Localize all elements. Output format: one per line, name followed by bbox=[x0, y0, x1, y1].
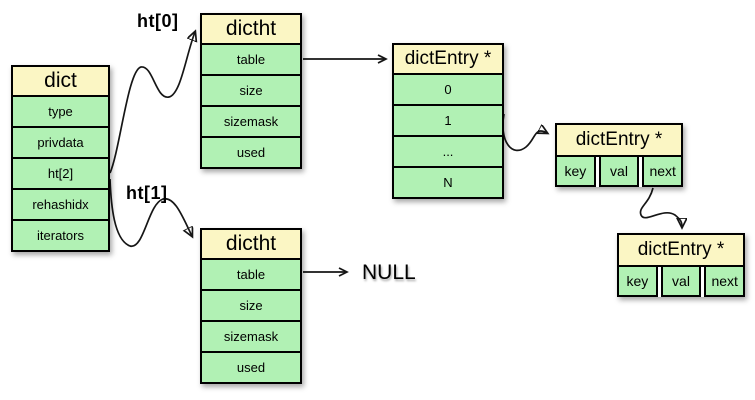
entry-second-cell-next: next bbox=[704, 265, 746, 297]
bucket-array: dictEntry * 0 1 ... N bbox=[392, 43, 504, 199]
dictht-bottom-title: dictht bbox=[202, 230, 300, 260]
entry-first-cell-key: key bbox=[555, 155, 596, 187]
entry-second-cell-key: key bbox=[617, 265, 658, 297]
bucket-row-1: 1 bbox=[394, 106, 502, 137]
dict-entry-second: dictEntry * key val next bbox=[617, 233, 746, 297]
bucket-row-n: N bbox=[394, 168, 502, 197]
dict-entry-second-title: dictEntry * bbox=[617, 233, 745, 267]
dictht-top-row-table: table bbox=[202, 45, 300, 76]
dict-row-type: type bbox=[13, 97, 108, 128]
dictht-top-row-sizemask: sizemask bbox=[202, 107, 300, 138]
dict-struct-title: dict bbox=[13, 67, 108, 97]
dict-entry-first: dictEntry * key val next bbox=[555, 123, 684, 187]
entry-second-cell-val: val bbox=[660, 265, 702, 297]
dict-row-iterators: iterators bbox=[13, 221, 108, 250]
dict-row-privdata: privdata bbox=[13, 128, 108, 159]
dictht-top-struct: dictht table size sizemask used bbox=[200, 13, 302, 169]
dict-entry-first-cells: key val next bbox=[555, 155, 684, 187]
arrow-next-to-entry bbox=[639, 187, 682, 227]
bucket-array-title: dictEntry * bbox=[394, 45, 502, 75]
dict-entry-second-cells: key val next bbox=[617, 265, 746, 297]
dictht-top-title: dictht bbox=[202, 15, 300, 45]
dict-row-rehashidx: rehashidx bbox=[13, 190, 108, 221]
dict-entry-first-title: dictEntry * bbox=[555, 123, 683, 157]
bucket-row-ellipsis: ... bbox=[394, 137, 502, 168]
dictht-top-row-size: size bbox=[202, 76, 300, 107]
dict-row-ht2: ht[2] bbox=[13, 159, 108, 190]
arrow-ht1 bbox=[109, 178, 192, 247]
arrow-ht0 bbox=[109, 32, 195, 174]
dict-struct: dict type privdata ht[2] rehashidx itera… bbox=[11, 65, 110, 252]
dictht-bottom-row-size: size bbox=[202, 291, 300, 322]
dictht-bottom-row-used: used bbox=[202, 353, 300, 382]
dictht-bottom-row-sizemask: sizemask bbox=[202, 322, 300, 353]
bucket-row-0: 0 bbox=[394, 75, 502, 106]
label-ht1: ht[1] bbox=[126, 183, 168, 203]
label-null: NULL bbox=[362, 261, 416, 284]
dictht-bottom-row-table: table bbox=[202, 260, 300, 291]
entry-first-cell-val: val bbox=[598, 155, 640, 187]
arrow-bucket1-to-entry bbox=[502, 113, 547, 152]
dictht-bottom-struct: dictht table size sizemask used bbox=[200, 228, 302, 384]
dictht-top-row-used: used bbox=[202, 138, 300, 167]
entry-first-cell-next: next bbox=[642, 155, 684, 187]
label-ht0: ht[0] bbox=[137, 11, 179, 31]
